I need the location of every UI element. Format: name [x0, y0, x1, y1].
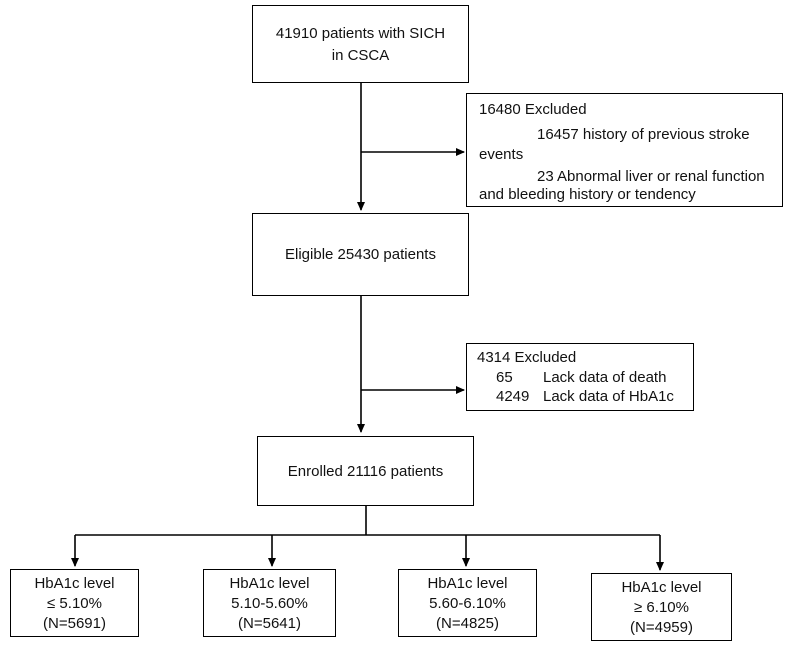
- group-box-3: HbA1c level 5.60-6.10% (N=4825): [398, 569, 537, 637]
- exclusion-1-item-1-line-1: 16457 history of previous stroke: [537, 126, 750, 143]
- start-line-2: in CSCA: [331, 47, 390, 64]
- group-3-line-3: (N=4825): [436, 615, 499, 632]
- exclusion-1-item-2-line-1: 23 Abnormal liver or renal function: [537, 168, 765, 185]
- group-box-1: HbA1c level ≤ 5.10% (N=5691): [10, 569, 139, 637]
- start-box: 41910 patients with SICH in CSCA: [252, 5, 469, 83]
- exclusion-2-row-2-reason: Lack data of HbA1c: [543, 388, 674, 405]
- exclusion-box-1: 16480 Excluded 16457 history of previous…: [466, 93, 783, 207]
- enrolled-box: Enrolled 21116 patients: [257, 436, 474, 506]
- exclusion-2-row-1-reason: Lack data of death: [543, 369, 667, 386]
- group-1-line-2: ≤ 5.10%: [47, 595, 102, 612]
- group-2-line-3: (N=5641): [238, 615, 301, 632]
- exclusion-1-item-1-line-2: events: [479, 146, 524, 163]
- group-4-line-2: ≥ 6.10%: [634, 599, 689, 616]
- enrolled-text: Enrolled 21116 patients: [287, 463, 444, 480]
- exclusion-box-2: 4314 Excluded 65 Lack data of death 4249…: [466, 343, 694, 411]
- group-box-2: HbA1c level 5.10-5.60% (N=5641): [203, 569, 336, 637]
- group-3-line-2: 5.60-6.10%: [429, 595, 506, 612]
- group-4-line-1: HbA1c level: [621, 579, 702, 596]
- start-line-1: 41910 patients with SICH: [275, 25, 446, 42]
- exclusion-1-item-2-line-2: and bleeding history or tendency: [479, 186, 696, 203]
- group-2-line-2: 5.10-5.60%: [231, 595, 308, 612]
- eligible-text: Eligible 25430 patients: [285, 246, 436, 263]
- group-4-line-3: (N=4959): [630, 619, 693, 636]
- group-2-line-1: HbA1c level: [229, 575, 310, 592]
- group-1-line-3: (N=5691): [43, 615, 106, 632]
- exclusion-2-row-2-count: 4249: [496, 388, 530, 405]
- group-box-4: HbA1c level ≥ 6.10% (N=4959): [591, 573, 732, 641]
- eligible-box: Eligible 25430 patients: [252, 213, 469, 296]
- group-1-line-1: HbA1c level: [34, 575, 115, 592]
- exclusion-2-title: 4314 Excluded: [477, 349, 577, 366]
- exclusion-2-row-1-count: 65: [496, 369, 513, 386]
- exclusion-1-title: 16480 Excluded: [479, 101, 587, 118]
- group-3-line-1: HbA1c level: [427, 575, 508, 592]
